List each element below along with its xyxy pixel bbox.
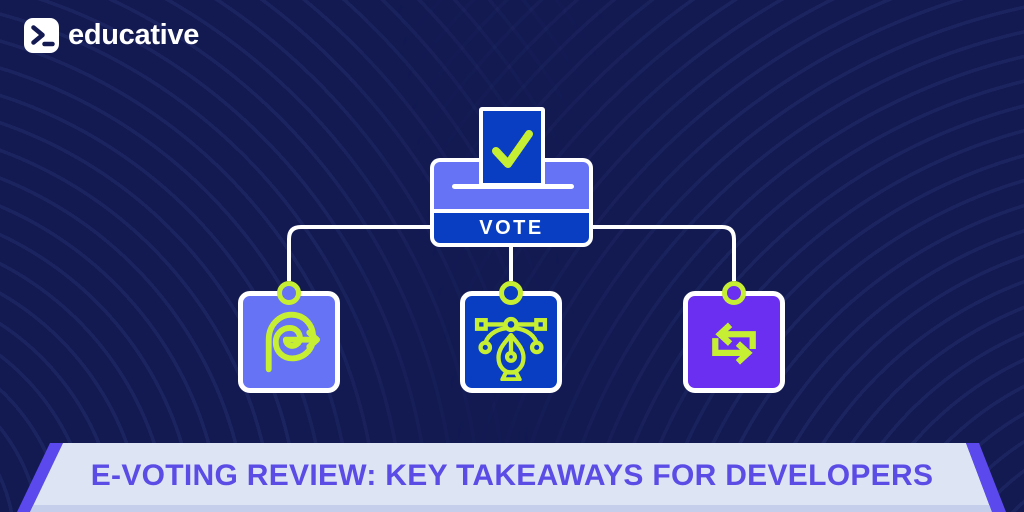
ribbon-left-stripe <box>17 443 63 512</box>
pen-tool-icon <box>474 316 548 381</box>
ribbon-bottom-strip <box>30 505 992 512</box>
headline-text: E-VOTING REVIEW: KEY TAKEAWAYS FOR DEVEL… <box>90 459 934 492</box>
ribbon-body <box>30 443 992 512</box>
logo-wordmark: educative <box>68 19 200 51</box>
ribbon-right-stripe <box>966 443 1006 512</box>
swap-arrows-icon <box>712 322 756 365</box>
checkmark-icon <box>492 130 533 168</box>
ballot-paper <box>479 107 545 187</box>
node-swap-arrows <box>683 291 785 393</box>
ballot-box-label: VOTE <box>430 209 593 247</box>
spiral-arrow-icon <box>265 311 321 373</box>
node-pen-tool <box>460 291 562 393</box>
node-spiral-arrow <box>238 291 340 393</box>
educative-logo: educative <box>24 18 199 53</box>
headline-ribbon <box>17 443 1006 512</box>
terminal-prompt-icon <box>24 18 59 53</box>
